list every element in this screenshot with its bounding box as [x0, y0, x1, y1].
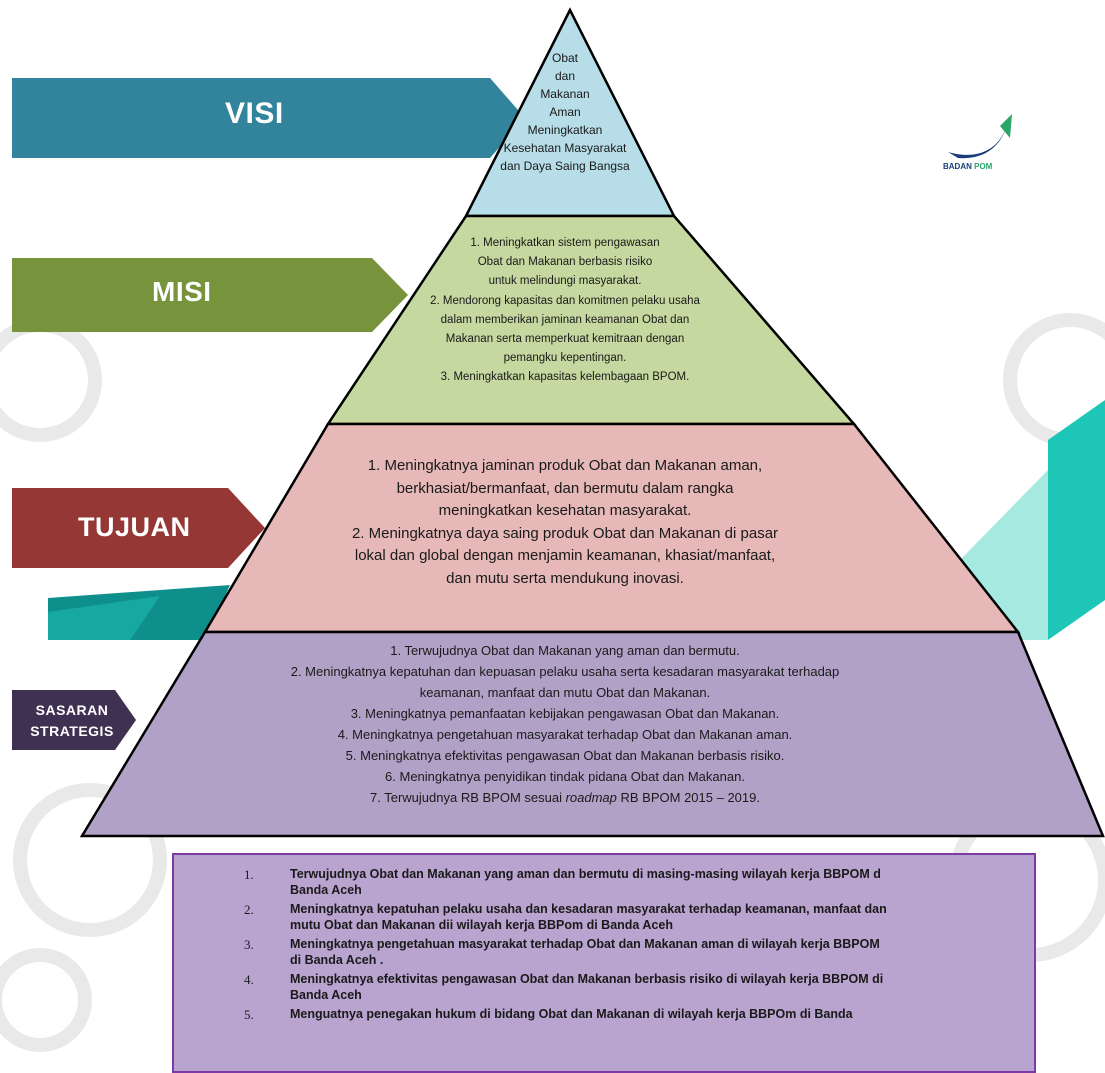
list-item: 1. Terwujudnya Obat dan Makanan yang ama… — [174, 867, 1034, 898]
visi-line: Aman — [549, 105, 581, 119]
sasaran-label-line1: SASARAN — [35, 702, 109, 718]
list-item-number: 3. — [244, 937, 254, 952]
tujuan-line: 1. Meningkatnya jaminan produk Obat dan … — [367, 457, 763, 474]
sasaran-line-7-italic: roadmap — [565, 790, 617, 805]
bbpom-banda-aceh-goals-box: 1. Terwujudnya Obat dan Makanan yang ama… — [172, 853, 1036, 1073]
sasaran-arrow — [12, 690, 136, 750]
misi-text: 1. Meningkatkan sistem pengawasan Obat d… — [360, 234, 770, 388]
sasaran-label-line2: STRATEGIS — [30, 723, 114, 739]
bbpom-goals-list: 1. Terwujudnya Obat dan Makanan yang ama… — [174, 867, 1034, 1023]
tujuan-text: 1. Meningkatnya jaminan produk Obat dan … — [260, 455, 870, 590]
tujuan-arrow — [12, 488, 265, 568]
misi-label: MISI — [152, 276, 212, 307]
visi-arrow — [12, 78, 525, 158]
tujuan-label: TUJUAN — [78, 512, 191, 542]
list-item: 3. Meningkatnya pengetahuan masyarakat t… — [174, 937, 1034, 968]
list-item-text: Terwujudnya Obat dan Makanan yang aman d… — [290, 867, 881, 897]
visi-line: Obat — [551, 51, 578, 65]
sasaran-line-7-pre: 7. Terwujudnya RB BPOM sesuai — [370, 790, 566, 805]
visi-line: Makanan — [540, 87, 590, 101]
misi-line: pemangku kepentingan. — [503, 352, 627, 365]
misi-line: dalam memberikan jaminan keamanan Obat d… — [440, 313, 690, 326]
misi-line: untuk melindungi masyarakat. — [488, 275, 642, 288]
list-item-text: Meningkatnya efektivitas pengawasan Obat… — [290, 972, 884, 1002]
visi-line: Meningkatkan — [527, 123, 603, 137]
tujuan-line: 2. Meningkatnya daya saing produk Obat d… — [351, 524, 779, 542]
visi-text: Obat dan Makanan Aman Meningkatkan Keseh… — [465, 49, 665, 175]
visi-line: Kesehatan Masyarakat — [503, 141, 627, 155]
sasaran-line-7: 7. Terwujudnya RB BPOM sesuai roadmap RB… — [160, 787, 970, 808]
misi-arrow — [12, 258, 408, 332]
tujuan-line: lokal dan global dengan menjamin keamana… — [354, 547, 776, 564]
list-item-text: Meningkatnya kepatuhan pelaku usaha dan … — [290, 902, 887, 932]
teal-band-left-light — [48, 596, 160, 640]
list-item-number: 1. — [244, 867, 254, 882]
sasaran-line: 6. Meningkatnya penyidikan tindak pidana… — [385, 769, 745, 784]
list-item-number: 2. — [244, 902, 254, 917]
sasaran-line: keamanan, manfaat dan mutu Obat dan Maka… — [419, 685, 711, 700]
visi-line: dan — [554, 69, 576, 83]
tujuan-line: meningkatkan kesehatan masyarakat. — [438, 502, 692, 519]
list-item-number: 4. — [244, 972, 254, 987]
teal-band-right — [1048, 400, 1105, 640]
sasaran-text: 1. Terwujudnya Obat dan Makanan yang ama… — [160, 640, 970, 808]
tujuan-line: berkhasiat/bermanfaat, dan bermutu dalam… — [396, 479, 734, 497]
visi-label: VISI — [225, 97, 284, 130]
sasaran-line-7-post: RB BPOM 2015 – 2019. — [616, 790, 760, 805]
misi-line: Obat dan Makanan berbasis risiko — [477, 256, 653, 269]
misi-line: Makanan serta memperkuat kemitraan denga… — [445, 333, 685, 346]
logo-accent: POM — [974, 162, 993, 171]
list-item: 2. Meningkatnya kepatuhan pelaku usaha d… — [174, 902, 1034, 933]
list-item: 5. Menguatnya penegakan hukum di bidang … — [174, 1007, 1034, 1023]
sasaran-line: 3. Meningkatnya pemanfaatan kebijakan pe… — [350, 706, 780, 721]
visi-line: dan Daya Saing Bangsa — [500, 159, 630, 173]
list-item: 4. Meningkatnya efektivitas pengawasan O… — [174, 972, 1034, 1003]
sasaran-line: 4. Meningkatnya pengetahuan masyarakat t… — [337, 727, 793, 742]
misi-line: 3. Meningkatkan kapasitas kelembagaan BP… — [440, 371, 690, 384]
tujuan-line: dan mutu serta mendukung inovasi. — [446, 569, 684, 587]
sasaran-line: 5. Meningkatnya efektivitas pengawasan O… — [345, 748, 785, 763]
list-item-number: 5. — [244, 1007, 254, 1022]
badan-pom-logo-icon — [948, 114, 1012, 159]
logo-name: BADAN — [943, 162, 972, 171]
badan-pom-logo-text: BADAN POM — [943, 162, 992, 171]
list-item-text: Menguatnya penegakan hukum di bidang Oba… — [290, 1007, 853, 1021]
sasaran-tier — [79, 630, 1105, 838]
misi-line: 2. Mendorong kapasitas dan komitmen pela… — [430, 294, 700, 307]
sasaran-line: 2. Meningkatnya kepatuhan dan kepuasan p… — [290, 664, 840, 679]
sasaran-line: 1. Terwujudnya Obat dan Makanan yang ama… — [390, 643, 740, 658]
misi-line: 1. Meningkatkan sistem pengawasan — [470, 237, 660, 249]
sasaran-strategis-label: SASARAN STRATEGIS — [22, 700, 122, 742]
list-item-text: Meningkatnya pengetahuan masyarakat terh… — [290, 937, 880, 967]
